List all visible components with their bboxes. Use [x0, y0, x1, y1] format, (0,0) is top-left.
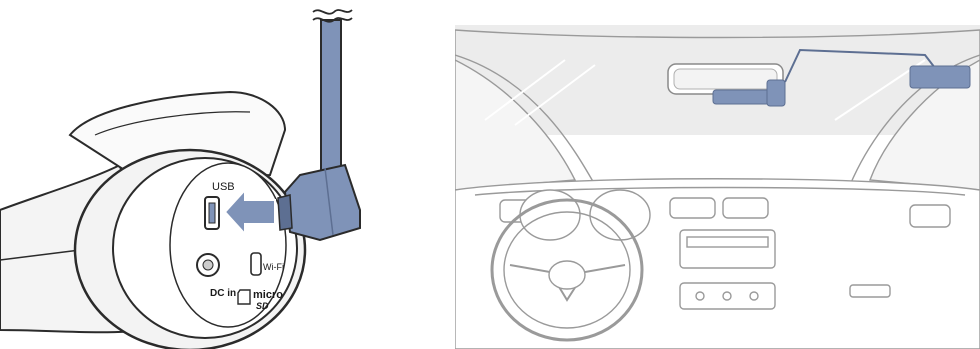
car-interior-illustration — [455, 0, 980, 349]
dashcam-module — [910, 66, 970, 88]
usb-label: USB — [212, 181, 235, 193]
gps-antenna-connector — [278, 20, 360, 240]
car-interior-drawing — [455, 0, 980, 349]
camera-lens-ring — [75, 150, 305, 349]
usb-port — [205, 197, 219, 229]
dashcam-drawing: USB Wi-Fi DC in micro SD — [0, 0, 440, 349]
wifi-label: Wi-Fi — [263, 262, 284, 272]
dashcam-usb-illustration: USB Wi-Fi DC in micro SD — [0, 0, 440, 349]
sd-card-icon — [238, 290, 250, 304]
dc-in-port — [197, 254, 219, 276]
micro-sd-label-top: micro — [253, 289, 283, 301]
wifi-button — [251, 253, 261, 275]
dc-in-label: DC in — [210, 288, 236, 299]
micro-sd-label-bottom: SD — [256, 301, 269, 311]
dashboard — [455, 179, 980, 349]
